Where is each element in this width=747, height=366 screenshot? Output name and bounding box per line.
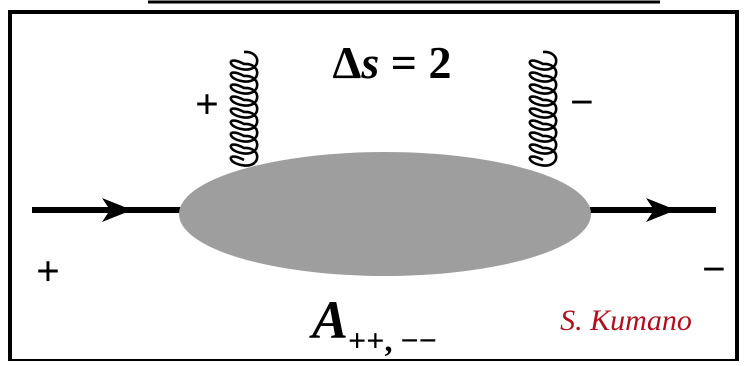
outgoing-quark-helicity: − [702,247,726,293]
incoming-quark-helicity: + [36,249,60,295]
delta-s-label: Δs = 2 [333,37,452,88]
author-credit: S. Kumano [560,304,692,337]
right-gluon-helicity: − [570,80,594,126]
gluon-coil-path [229,50,259,167]
right-gluon-line [528,50,558,167]
left-gluon-line [229,50,259,167]
amplitude-blob [179,152,591,276]
gluon-coil-path [528,50,558,167]
amplitude-label: A++, −− [309,290,437,358]
left-gluon-helicity: + [195,82,219,128]
